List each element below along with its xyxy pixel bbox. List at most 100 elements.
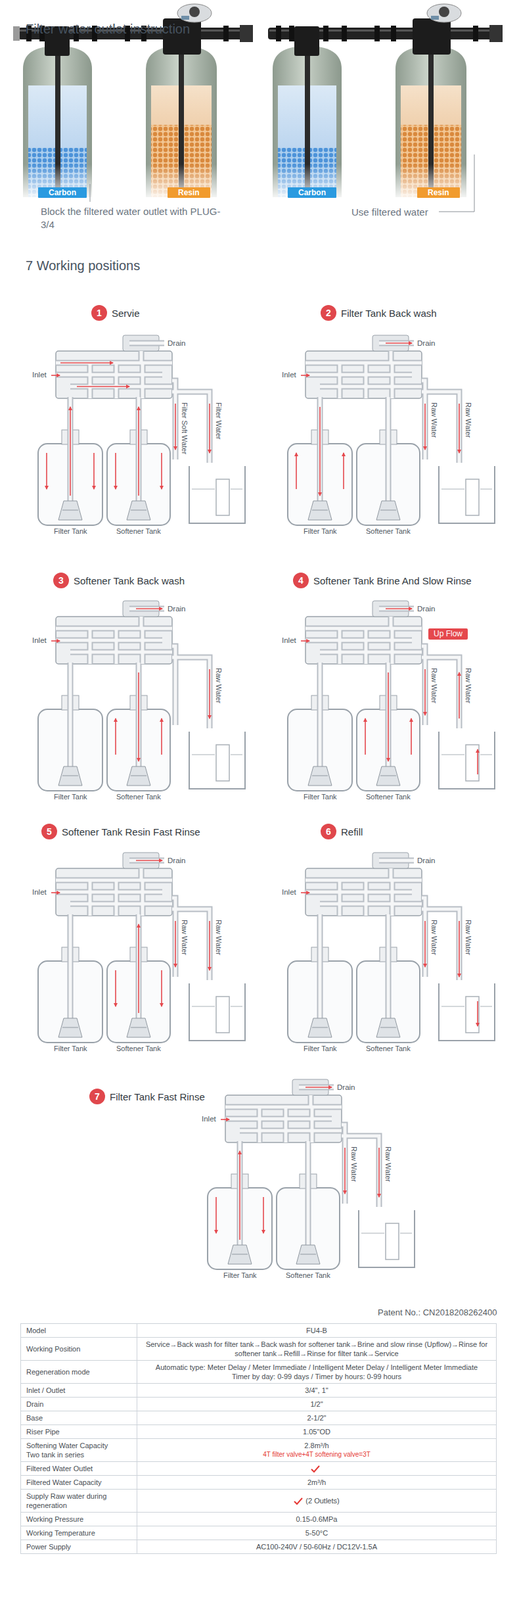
drawing-part: [114, 969, 117, 1006]
spec-value: 0.15-0.6MPa: [137, 1511, 497, 1526]
media-badge: Resin: [167, 185, 211, 198]
spec-value: [137, 1461, 497, 1475]
table-cell: Inlet / Outlet: [26, 1384, 132, 1395]
valve-schematic: [38, 600, 246, 791]
port-label: Inlet: [32, 886, 47, 897]
badge-text: Resin: [167, 187, 211, 198]
table-cell: (2 Outlets): [305, 1495, 339, 1504]
step-number: 7: [89, 1087, 106, 1104]
spec-row: Model FU4-B: [21, 1323, 497, 1337]
drawing-part: [385, 607, 412, 610]
drawing-part: [300, 891, 310, 893]
port-label: Inlet: [201, 1113, 217, 1123]
table-cell: 2-1/2": [142, 1412, 491, 1422]
drawing-part: [93, 452, 95, 489]
drawing-part: [137, 406, 140, 496]
drawing-part: [319, 406, 321, 496]
spec-name: Supply Raw water during regeneration: [21, 1488, 138, 1512]
flow-label: Raw Water: [429, 667, 439, 703]
spec-row: Inlet / Outlet 3/4", 1": [21, 1382, 497, 1397]
spec-name: Filtered Water Capacity: [21, 1474, 138, 1489]
media-badge: Resin: [417, 185, 460, 198]
flow-tag: Up Flow: [428, 626, 468, 640]
table-cell: 3/4", 1": [142, 1384, 491, 1395]
drawing-part: [51, 639, 60, 642]
table-cell: AC100-240V / 50-60Hz / DC12V-1.5A: [142, 1541, 491, 1551]
drawing-part: [114, 452, 117, 489]
spec-value: 2-1/2": [137, 1410, 497, 1425]
step-heading: 2Filter Tank Back wash: [320, 304, 437, 321]
drawing-part: [45, 452, 48, 489]
drawing-part: [174, 920, 177, 967]
leader-line: [90, 183, 91, 202]
drawing-part: [76, 385, 130, 387]
table-cell: Service→Back wash for filter tank→Back w…: [142, 1338, 491, 1358]
table-cell: Two tank in series: [26, 1449, 132, 1459]
table-cell: Automatic type: Meter Delay / Meter Imme…: [142, 1361, 491, 1372]
drawing-part: [476, 748, 479, 774]
section-heading: 7 Working positions: [25, 258, 140, 274]
tank-label: Filter Tank: [53, 1043, 88, 1053]
flow-arrows: [300, 892, 478, 1026]
step-heading: 3Softener Tank Back wash: [53, 572, 185, 588]
spec-value: 1.05"OD: [137, 1424, 497, 1439]
table-cell: 2.8m³/h: [142, 1440, 491, 1450]
drawing-part: [344, 1147, 346, 1194]
flow-label: Raw Water: [463, 919, 473, 955]
drawing-part: [135, 607, 163, 610]
table-cell: 2m³/h: [142, 1476, 491, 1487]
spec-value: 2.8m³/h4T filter valve+4T softening valv…: [137, 1438, 497, 1462]
table-cell: Working Pressure: [26, 1513, 132, 1523]
flow-arrows: [51, 859, 210, 1013]
step-heading: 7Filter Tank Fast Rinse: [89, 1087, 205, 1104]
drawing-part: [51, 891, 60, 893]
port-label: Inlet: [281, 886, 297, 897]
table-cell: Softening Water Capacity: [26, 1440, 132, 1450]
table-cell: 1/2": [142, 1398, 491, 1408]
port-label: Inlet: [32, 369, 47, 380]
flow-label: Raw Water: [214, 667, 223, 703]
spec-name: Drain: [21, 1396, 138, 1411]
table-cell: Regeneration mode: [26, 1366, 132, 1376]
spec-value: AC100-240V / 50-60Hz / DC12V-1.5A: [137, 1539, 497, 1554]
drawing-part: [364, 718, 366, 755]
spec-row: Softening Water CapacityTwo tank in seri…: [21, 1438, 497, 1462]
port-label: Drain: [167, 338, 186, 348]
table-cell: FU4-B: [142, 1325, 491, 1335]
valve-schematic: [38, 852, 246, 1042]
spec-row: Base2-1/2": [21, 1410, 497, 1425]
flow-label: Filter Water: [214, 402, 223, 439]
spec-row: Regeneration mode Automatic type: Meter D…: [21, 1359, 497, 1383]
drawing-part: [137, 672, 140, 761]
step-number: 1: [91, 304, 108, 321]
port-label: Drain: [337, 1082, 355, 1092]
flow-label: Raw Water: [180, 919, 189, 955]
drawing-part: [262, 1196, 265, 1233]
spec-name: Inlet / Outlet: [21, 1382, 138, 1397]
check-mark: [293, 1496, 303, 1505]
drawing-part: [424, 668, 426, 715]
port-label: Inlet: [281, 635, 297, 645]
tank-label: Softener Tank: [285, 1270, 331, 1280]
flow-label: Raw Water: [429, 919, 439, 955]
table-cell: Supply Raw water during regeneration: [26, 1490, 132, 1510]
table-cell: Model: [26, 1325, 132, 1335]
spec-row: Riser Pipe1.05"OD: [21, 1424, 497, 1439]
step-title: Refill: [340, 825, 363, 837]
spec-name: Working Pressure: [21, 1511, 138, 1526]
flow-arrows: [296, 342, 460, 496]
check-stroke: [311, 1465, 320, 1471]
spec-name: Working Position: [21, 1336, 138, 1360]
table-cell: Working Temperature: [26, 1527, 132, 1537]
step-number: 3: [53, 572, 69, 588]
drawing-part: [458, 920, 460, 977]
flow-arrows: [51, 608, 210, 761]
drawing-part: [424, 920, 426, 967]
drawing-part: [385, 342, 412, 344]
drawing-part: [69, 406, 71, 496]
tank-label: Softener Tank: [116, 1043, 161, 1053]
spec-value: Automatic type: Meter Delay / Meter Imme…: [137, 1359, 497, 1383]
media-badge: Carbon: [287, 185, 337, 198]
drawing-part: [208, 920, 211, 970]
drawing-part: [215, 1196, 217, 1233]
